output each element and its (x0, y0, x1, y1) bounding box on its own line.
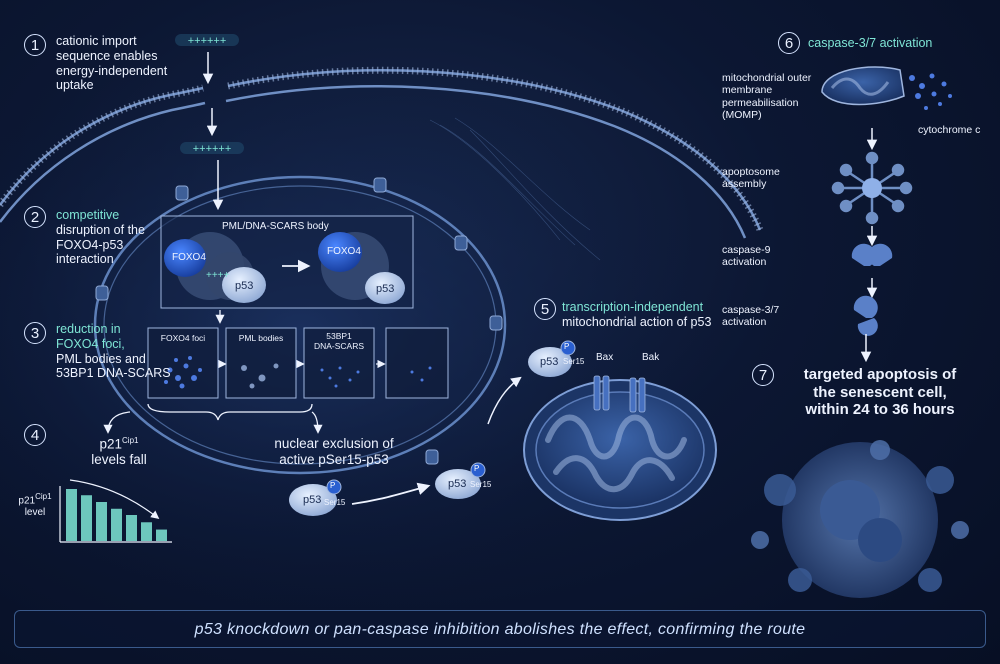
step-3-badge: 3 (24, 322, 46, 344)
mitochondrion (523, 379, 717, 521)
cytochrome-label: cytochrome c (918, 124, 981, 136)
step-6-badge: 6 (778, 32, 800, 54)
p53-cyto-label: p53 (448, 478, 467, 490)
ser15-label-cyto: Ser15 (470, 480, 492, 489)
p21-bar (96, 502, 107, 541)
apoptosome (831, 151, 913, 225)
p21-bar (141, 522, 152, 541)
panel-label-pml: PML bodies (238, 333, 284, 343)
arrow-to-p21 (103, 411, 131, 434)
nuclear-pores (95, 177, 503, 465)
pml-box-title: PML/DNA-SCARS body (222, 221, 329, 232)
p21-chart-label: p21Cip1 level (18, 492, 52, 519)
foxo4-label-right: FOXO4 (327, 246, 361, 257)
bax-label: Bax (596, 352, 614, 363)
footer-conclusion: p53 knockdown or pan-caspase inhibition … (14, 610, 986, 648)
ser15-label-export: Ser15 (324, 498, 346, 507)
peptide-bound-plus: ++++ (206, 270, 230, 281)
p21-bar (66, 489, 77, 541)
cationic-peptide-inside: ++++++ (180, 142, 244, 155)
panels-brace (147, 403, 313, 421)
p21-bar (156, 529, 167, 541)
foxo4-label-left: FOXO4 (172, 252, 206, 263)
bak-pores (629, 377, 646, 413)
step-6-title: caspase-3/7 activation (808, 36, 933, 50)
p53-nuclear-export (289, 479, 342, 516)
pml-body-right (318, 232, 405, 304)
foci-panels (147, 327, 449, 399)
p21-bar (111, 508, 122, 541)
momp-mitochondrion (821, 66, 905, 106)
pml-body-left (164, 232, 266, 303)
step-2-badge: 2 (24, 206, 46, 228)
panel-dots (164, 356, 432, 389)
p53-cytoplasm (435, 462, 486, 499)
svg-text:++++++: ++++++ (188, 35, 227, 47)
p53-label-left: p53 (235, 280, 254, 292)
cationic-peptide-outside: ++++++ (175, 34, 239, 47)
bak-label: Bak (642, 352, 660, 363)
arrow-to-nuclear (311, 411, 323, 434)
p53-export-label: p53 (303, 494, 322, 506)
caspase-9 (851, 243, 893, 266)
p-label-mito: P (564, 342, 570, 351)
bax-pores (593, 375, 610, 411)
apoptotic-cell (751, 440, 969, 598)
p-label-export: P (330, 481, 336, 490)
p-label-cyto: P (474, 464, 480, 473)
ser15-label-mito: Ser15 (563, 357, 585, 366)
p21-chart (59, 479, 172, 543)
arrow-to-mito (487, 376, 522, 425)
p21-levels-text: p21Cip1 levels fall (91, 436, 147, 468)
cytochrome-c-dots (909, 73, 952, 110)
step-5-badge: 5 (534, 298, 556, 320)
step-4-badge: 4 (24, 424, 46, 446)
svg-text:++++++: ++++++ (193, 143, 232, 155)
p53-at-mito (528, 340, 576, 377)
step-7-badge: 7 (752, 364, 774, 386)
caspase-3-7 (853, 295, 878, 336)
p53-mito-label: p53 (540, 356, 559, 368)
step-1-badge: 1 (24, 34, 46, 56)
p21-bar (81, 495, 92, 541)
p21-bar (126, 515, 137, 541)
plasma-membrane (0, 66, 764, 239)
arrow-export (351, 482, 431, 505)
cytoskeleton-filaments (429, 117, 601, 261)
panel-label-foxo4: FOXO4 foci (160, 333, 206, 343)
p53-label-right: p53 (376, 283, 395, 295)
